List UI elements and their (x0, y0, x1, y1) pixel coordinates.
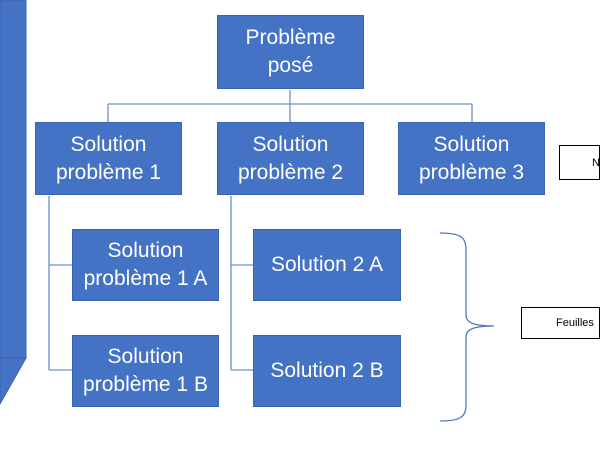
solution-3-node: Solution problème 3 (398, 122, 545, 195)
solution-1b-node: Solution problème 1 B (72, 335, 219, 407)
left-arrow-shape (0, 0, 27, 406)
tree-connectors (48, 90, 473, 371)
curly-brace-shape (439, 232, 495, 422)
solution-2-node: Solution problème 2 (217, 122, 364, 195)
side-label-leaves: Feuilles (521, 307, 600, 339)
solution-1a-node: Solution problème 1 A (72, 229, 219, 301)
solution-2a-node: Solution 2 A (253, 229, 401, 301)
side-label-top: N (559, 145, 600, 180)
root-problem-node: Problème posé (217, 15, 364, 89)
solution-1-node: Solution problème 1 (35, 122, 182, 195)
solution-2b-node: Solution 2 B (253, 335, 401, 407)
